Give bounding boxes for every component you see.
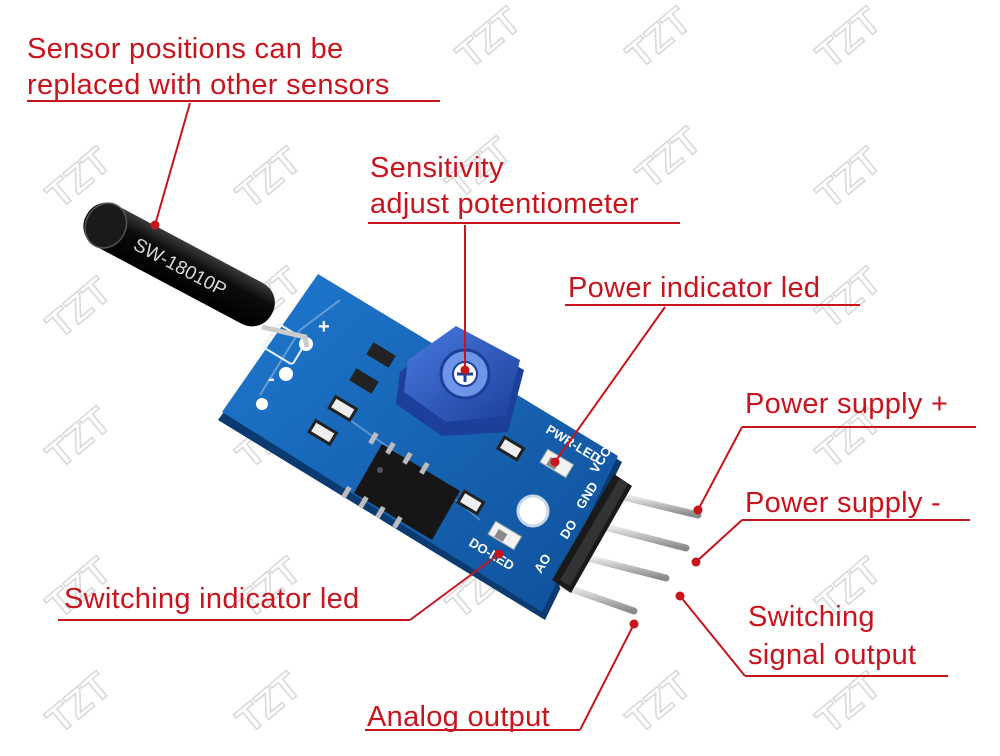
label-switch-out-line1: Switching (748, 601, 875, 633)
watermark-text: TZT (449, 0, 529, 77)
mounting-hole (516, 494, 550, 528)
watermark-text: TZT (809, 0, 889, 77)
label-power-led: Power indicator led (568, 272, 821, 304)
watermark-text: TZT (619, 665, 699, 742)
pcb-board: + - (218, 274, 622, 620)
label-sensitivity-line2: adjust potentiometer (370, 188, 639, 220)
label-sensitivity-line1: Sensitivity (370, 152, 504, 184)
watermark-text: TZT (619, 0, 699, 77)
watermark-text: TZT (629, 120, 709, 197)
switching-led (487, 520, 523, 551)
potentiometer (396, 326, 524, 436)
label-analog-out: Analog output (367, 701, 550, 733)
leader-dots (150, 220, 703, 629)
label-power-minus: Power supply - (745, 487, 941, 519)
label-power-plus: Power supply + (745, 388, 949, 420)
watermark-text: TZT (229, 140, 309, 217)
leader-lines (27, 100, 976, 731)
watermark-text: TZT (39, 400, 119, 477)
watermark-text: TZT (809, 260, 889, 337)
watermark-text: TZT (39, 665, 119, 742)
label-switch-out-line2: signal output (748, 639, 917, 671)
watermark-text: TZT (229, 665, 309, 742)
watermark-text: TZT (39, 270, 119, 347)
header-pins (552, 474, 702, 615)
ic-chip (341, 431, 460, 540)
label-sensor-line1: Sensor positions can be (27, 33, 344, 65)
minus-marking: - (268, 368, 275, 390)
plus-marking: + (318, 316, 330, 338)
label-switch-led: Switching indicator led (64, 583, 360, 615)
label-sensor-line2: replaced with other sensors (27, 69, 390, 101)
watermark-text: TZT (809, 140, 889, 217)
smd-components (307, 342, 526, 516)
